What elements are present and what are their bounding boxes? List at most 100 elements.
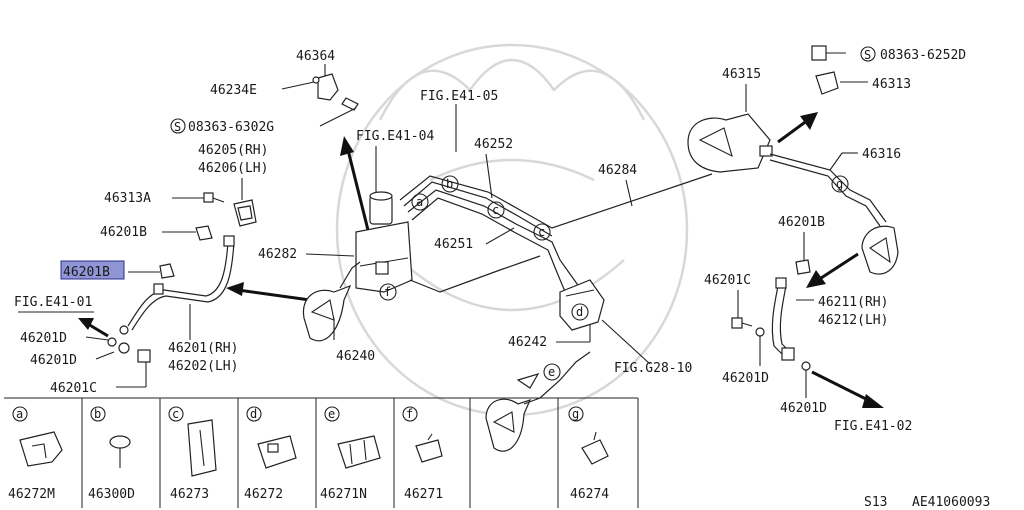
part-label-46212-lh[interactable]: 46212(LH) — [818, 313, 888, 328]
clip-46201B-highlight[interactable] — [159, 263, 175, 279]
svg-text:c: c — [538, 225, 545, 239]
part-label-46201-rh[interactable]: 46201(RH) — [168, 341, 238, 356]
arrow-to-hose-right — [817, 252, 859, 282]
pipe-46316[interactable] — [769, 153, 887, 223]
highlight-46201B[interactable] — [60, 260, 125, 280]
legend-part-46272M: 46272M — [8, 487, 55, 502]
legend-part-46300D: 46300D — [88, 487, 135, 502]
legend-cell-e[interactable]: e 46271N — [320, 406, 381, 502]
part-label-46313A[interactable]: 46313A — [104, 191, 151, 206]
legend-cell-d[interactable]: d 46272 — [244, 406, 297, 502]
fig-ref-e41-05[interactable]: FIG.E41-05 — [420, 89, 498, 104]
part-label-46201D-r2[interactable]: 46201D — [780, 401, 827, 416]
part-label-46201C-left[interactable]: 46201C — [50, 381, 97, 396]
caliper-left[interactable] — [302, 284, 352, 342]
svg-text:a: a — [416, 195, 423, 209]
bracket-e-marker — [516, 372, 540, 389]
part-label-46252[interactable]: 46252 — [474, 137, 513, 152]
part-label-46201B-right[interactable]: 46201B — [778, 215, 825, 230]
part-label-46315[interactable]: 46315 — [722, 67, 761, 82]
part-label-46201D-r1[interactable]: 46201D — [722, 371, 769, 386]
fig-ref-e41-01[interactable]: FIG.E41-01 — [14, 295, 92, 310]
arrow-fig-e41-02 — [811, 370, 873, 404]
callout-c-2[interactable]: c — [533, 223, 551, 241]
legend-cell-c[interactable]: c 46273 — [168, 406, 217, 502]
legend-part-46271N: 46271N — [320, 487, 367, 502]
caliper-bottom[interactable] — [485, 398, 532, 452]
svg-text:a: a — [16, 407, 23, 421]
svg-text:c: c — [172, 407, 179, 421]
callout-b[interactable]: b — [441, 175, 459, 193]
part-label-46201B-left[interactable]: 46201B — [100, 225, 147, 240]
legend-part-46271: 46271 — [404, 487, 443, 502]
legend-cell-f[interactable]: f 46271 — [402, 406, 443, 502]
fig-ref-e41-04[interactable]: FIG.E41-04 — [356, 129, 434, 144]
callout-g[interactable]: g — [831, 175, 849, 193]
master-cylinder[interactable] — [355, 191, 413, 293]
fig-ref-e41-02[interactable]: FIG.E41-02 — [834, 419, 912, 434]
legend-part-46272: 46272 — [244, 487, 283, 502]
part-label-46284[interactable]: 46284 — [598, 163, 637, 178]
svg-text:d: d — [576, 305, 583, 319]
part-label-46205-rh[interactable]: 46205(RH) — [198, 143, 268, 158]
bolt-08363-6252D[interactable] — [811, 45, 846, 61]
part-label-46202-lh[interactable]: 46202(LH) — [168, 359, 238, 374]
part-label-46201B-highlight[interactable]: 46201B — [63, 265, 110, 280]
washer-46201D-lower[interactable] — [801, 361, 811, 371]
part-label-46251[interactable]: 46251 — [434, 237, 473, 252]
arrow-to-hose — [237, 288, 311, 302]
callout-e[interactable]: e — [543, 363, 561, 381]
part-label-46211-rh[interactable]: 46211(RH) — [818, 295, 888, 310]
brake-hose-46201[interactable] — [119, 235, 235, 335]
svg-text:g: g — [572, 407, 579, 421]
part-label-46282[interactable]: 46282 — [258, 247, 297, 262]
s-symbol-icon-right: S — [860, 46, 876, 62]
legend-cell-b[interactable]: b 46300D — [88, 406, 135, 502]
callout-a[interactable]: a — [411, 193, 429, 211]
svg-text:b: b — [446, 177, 453, 191]
bracket-46313[interactable] — [815, 71, 839, 95]
part-label-46364[interactable]: 46364 — [296, 49, 335, 64]
clip-46201B-left[interactable] — [195, 225, 213, 241]
bracket-46364-assembly[interactable] — [312, 73, 359, 111]
legend-part-46274: 46274 — [570, 487, 609, 502]
part-label-46316[interactable]: 46316 — [862, 147, 901, 162]
part-label-46240[interactable]: 46240 — [336, 349, 375, 364]
part-label-46201C-right[interactable]: 46201C — [704, 273, 751, 288]
caliper-right[interactable] — [861, 225, 899, 275]
bolt-46313A[interactable] — [203, 192, 225, 203]
clamp-46205[interactable] — [233, 199, 257, 227]
bolt-46201C-right[interactable] — [731, 317, 753, 329]
clip-46201B-right[interactable] — [795, 259, 811, 275]
valve-46242[interactable] — [559, 279, 605, 331]
arrow-fig-e41-01 — [87, 322, 109, 338]
legend-cell-g[interactable]: g 46274 — [568, 406, 609, 502]
callout-d[interactable]: d — [571, 303, 589, 321]
legend-cell-a[interactable]: a 46272M — [8, 406, 63, 502]
part-label-46201D-a[interactable]: 46201D — [20, 331, 67, 346]
diagram-code: AE41060093 — [912, 495, 990, 510]
callout-c-1[interactable]: c — [487, 201, 505, 219]
brake-hose-46211[interactable] — [771, 277, 795, 361]
part-label-46313[interactable]: 46313 — [872, 77, 911, 92]
part-label-46234E[interactable]: 46234E — [210, 83, 257, 98]
svg-text:g: g — [836, 177, 843, 191]
part-label-46242[interactable]: 46242 — [508, 335, 547, 350]
svg-text:e: e — [328, 407, 335, 421]
svg-text:f: f — [406, 407, 413, 421]
svg-text:c: c — [492, 203, 499, 217]
brake-pipes-center[interactable] — [339, 173, 713, 295]
part-label-46201D-b[interactable]: 46201D — [30, 353, 77, 368]
washer-46201D-right[interactable] — [755, 327, 765, 337]
washers-46201D[interactable] — [107, 337, 151, 363]
part-label-08363-6252D[interactable]: 08363-6252D — [880, 48, 966, 63]
part-label-08363-6302G[interactable]: 08363-6302G — [188, 120, 274, 135]
caliper-46315[interactable] — [687, 113, 773, 173]
legend-part-46273: 46273 — [170, 487, 209, 502]
part-label-46206-lh[interactable]: 46206(LH) — [198, 161, 268, 176]
arrow-to-46313 — [777, 118, 809, 144]
callout-f[interactable]: f — [379, 283, 397, 301]
fig-ref-g28-10[interactable]: FIG.G28-10 — [614, 361, 692, 376]
svg-text:S: S — [174, 120, 181, 134]
